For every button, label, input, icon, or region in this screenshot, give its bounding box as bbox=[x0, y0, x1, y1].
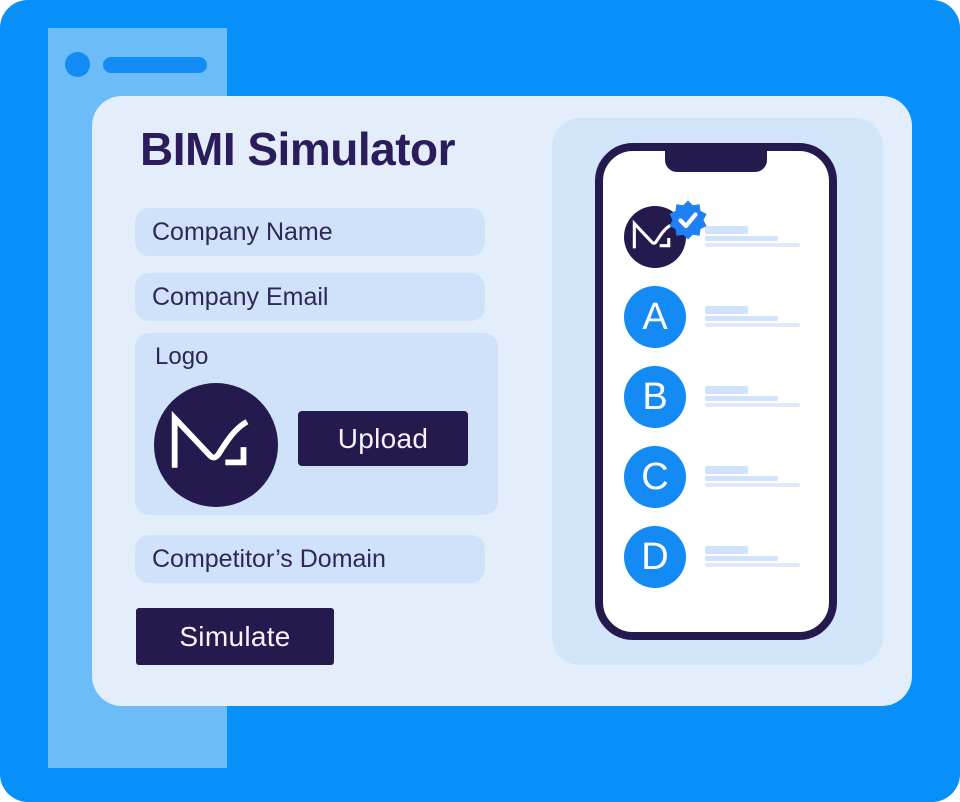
phone-frame: A B C D bbox=[595, 143, 837, 640]
letter-avatar: A bbox=[624, 286, 686, 348]
inbox-list: A B C D bbox=[624, 200, 800, 588]
skeleton-line bbox=[705, 483, 800, 487]
inbox-row: C bbox=[624, 446, 800, 508]
skeleton-line bbox=[705, 306, 748, 314]
letter-avatar: B bbox=[624, 366, 686, 428]
email-preview-lines bbox=[705, 366, 800, 428]
skeleton-line bbox=[705, 386, 748, 394]
skeleton-line bbox=[705, 466, 748, 474]
competitor-domain-input[interactable] bbox=[135, 535, 485, 583]
phone-notch bbox=[665, 151, 767, 172]
skeleton-line bbox=[705, 316, 778, 321]
simulate-button[interactable]: Simulate bbox=[136, 608, 334, 665]
skeleton-line bbox=[705, 243, 800, 247]
inbox-row: A bbox=[624, 286, 800, 348]
inbox-row bbox=[624, 200, 800, 268]
avatar-letter: C bbox=[641, 455, 669, 498]
logo-section: Logo Upload bbox=[135, 333, 498, 515]
inbox-row: B bbox=[624, 366, 800, 428]
company-email-input[interactable] bbox=[135, 273, 485, 321]
email-preview-lines bbox=[705, 286, 800, 348]
avatar-letter: D bbox=[641, 535, 669, 578]
company-name-input[interactable] bbox=[135, 208, 485, 256]
verified-badge-icon bbox=[669, 200, 707, 240]
letter-avatar: C bbox=[624, 446, 686, 508]
skeleton-line bbox=[705, 226, 748, 234]
email-preview-lines bbox=[705, 526, 800, 588]
email-preview-lines bbox=[705, 446, 800, 508]
skeleton-line bbox=[705, 563, 800, 567]
letter-avatar: D bbox=[624, 526, 686, 588]
page-title: BIMI Simulator bbox=[140, 123, 456, 175]
skeleton-line bbox=[705, 476, 778, 481]
window-dot-icon bbox=[65, 52, 90, 77]
skeleton-line bbox=[705, 403, 800, 407]
skeleton-line bbox=[705, 236, 778, 241]
logo-preview bbox=[154, 383, 278, 507]
avatar-letter: A bbox=[642, 295, 668, 338]
phone-panel: A B C D bbox=[552, 118, 883, 665]
skeleton-line bbox=[705, 556, 778, 561]
email-preview-lines bbox=[705, 206, 800, 268]
main-card: BIMI Simulator Logo Upload Simulate bbox=[92, 96, 912, 706]
skeleton-line bbox=[705, 546, 748, 554]
avatar-letter: B bbox=[642, 375, 668, 418]
brand-logo-icon bbox=[171, 410, 249, 468]
address-bar bbox=[103, 57, 207, 73]
skeleton-line bbox=[705, 396, 778, 401]
skeleton-line bbox=[705, 323, 800, 327]
brand-logo-icon bbox=[632, 219, 672, 249]
upload-button[interactable]: Upload bbox=[298, 411, 468, 466]
brand-avatar bbox=[624, 200, 707, 268]
inbox-row: D bbox=[624, 526, 800, 588]
logo-label: Logo bbox=[155, 343, 209, 370]
